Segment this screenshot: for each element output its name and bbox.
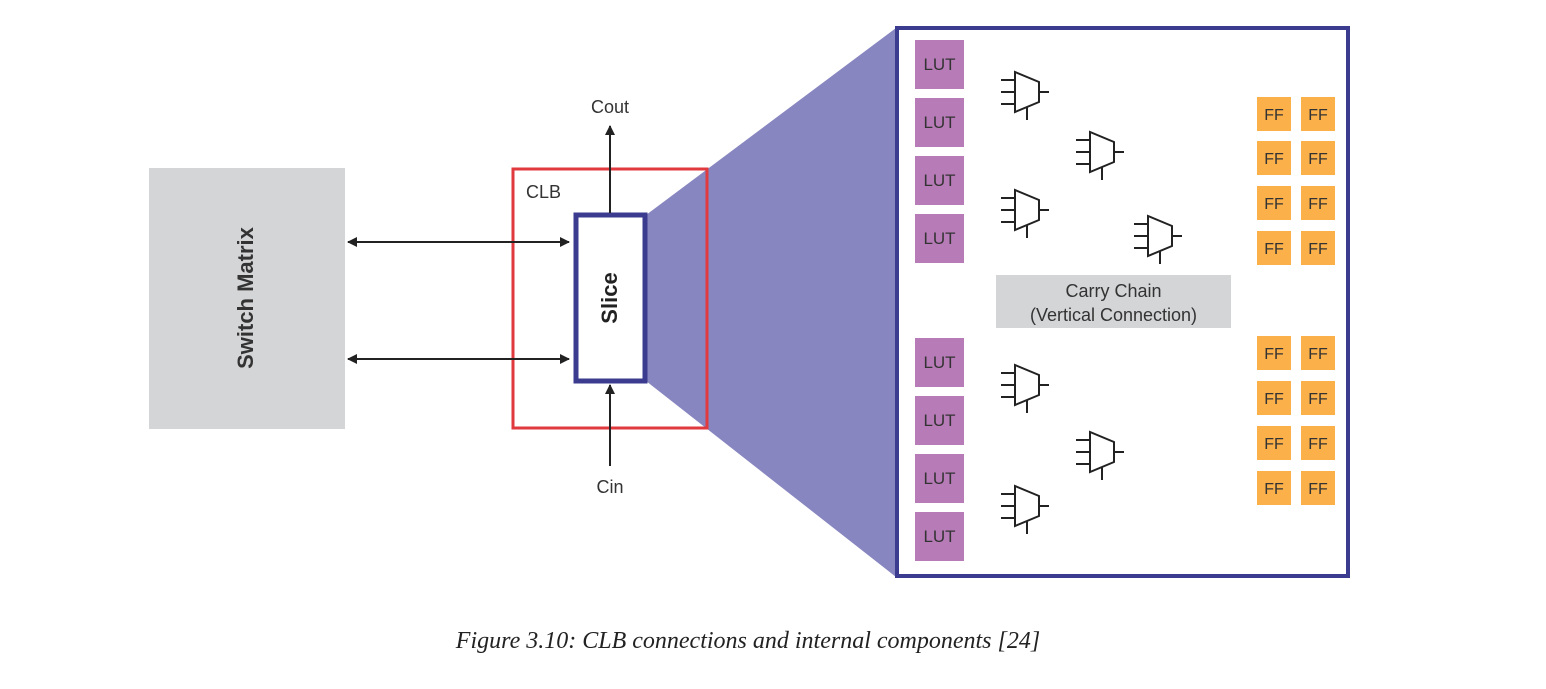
figure-caption: Figure 3.10: CLB connections and interna… [455,628,1041,654]
switch-matrix-label: Switch Matrix [233,226,258,369]
ff-label: FF [1264,107,1284,124]
ff-label: FF [1308,107,1328,124]
ff-label: FF [1264,436,1284,453]
ff-label: FF [1264,196,1284,213]
ff-label: FF [1308,436,1328,453]
lut-block: LUT [915,156,964,205]
slice-block [573,212,648,384]
cout-label: Cout [591,97,629,117]
ff-label: FF [1308,151,1328,168]
lut-label: LUT [923,229,955,248]
lut-label: LUT [923,113,955,132]
ff-label: FF [1308,241,1328,258]
ff-label: FF [1264,241,1284,258]
ff-label: FF [1308,481,1328,498]
ff-grid-upper: FF FF FF FF FF FF FF FF [1257,97,1335,265]
ff-label: FF [1264,391,1284,408]
cin-label: Cin [596,477,623,497]
zoom-projection [646,28,896,577]
switch-matrix-block [149,168,345,429]
lut-block: LUT [915,396,964,445]
lut-label: LUT [923,411,955,430]
lut-block: LUT [915,214,964,263]
slice-label: Slice [597,272,622,323]
lut-label: LUT [923,55,955,74]
carry-chain-block [996,275,1231,328]
ff-label: FF [1308,391,1328,408]
ff-label: FF [1308,196,1328,213]
carry-chain-line1: Carry Chain [1065,281,1161,301]
ff-label: FF [1308,346,1328,363]
lut-block: LUT [915,338,964,387]
lut-column: LUT LUT LUT LUT LUT LUT LUT LUT [915,40,964,561]
lut-block: LUT [915,40,964,89]
ff-label: FF [1264,481,1284,498]
lut-label: LUT [923,171,955,190]
lut-label: LUT [923,353,955,372]
lut-block: LUT [915,454,964,503]
ff-grid-lower: FF FF FF FF FF FF FF FF [1257,336,1335,505]
clb-label: CLB [526,182,561,202]
ff-label: FF [1264,151,1284,168]
ff-label: FF [1264,346,1284,363]
lut-label: LUT [923,469,955,488]
lut-block: LUT [915,512,964,561]
lut-label: LUT [923,527,955,546]
lut-block: LUT [915,98,964,147]
carry-chain-line2: (Vertical Connection) [1030,305,1197,325]
